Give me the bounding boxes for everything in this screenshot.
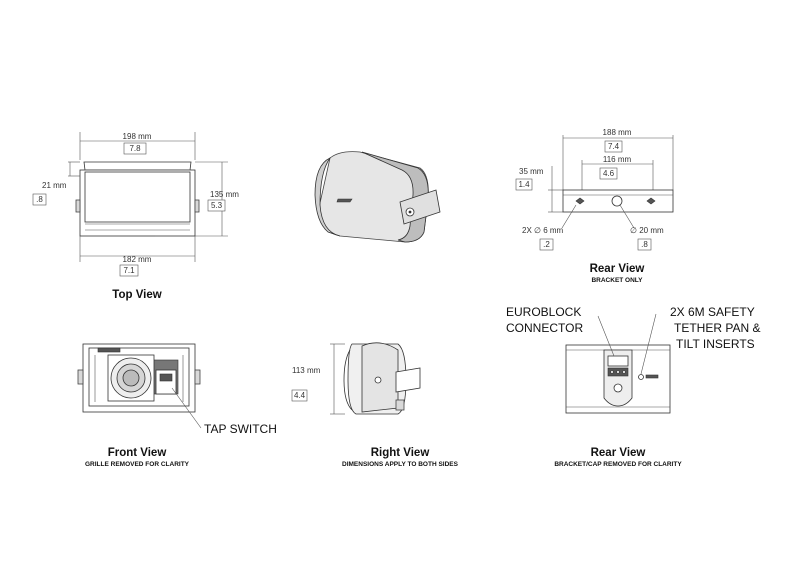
top-bracket-in: .8 bbox=[36, 195, 43, 204]
top-body-mm: 182 mm bbox=[123, 255, 152, 264]
front-view: TAP SWITCH Front View GRILLE REMOVED FOR… bbox=[77, 343, 277, 468]
euroblock-callout-line1: EUROBLOCK bbox=[506, 305, 581, 319]
top-depth-mm: 135 mm bbox=[210, 190, 239, 199]
tap-switch-callout: TAP SWITCH bbox=[204, 422, 277, 436]
right-height-mm: 113 mm bbox=[292, 366, 321, 375]
right-view: 113 mm 4.4 Right View DIMENSIONS APPLY T… bbox=[291, 342, 459, 468]
bracket-center-hole-mm: ∅ 20 mm bbox=[630, 226, 664, 235]
bracket-small-hole-mm: 2X ∅ 6 mm bbox=[522, 226, 564, 235]
tether-callout-line2: TETHER PAN & bbox=[674, 321, 760, 335]
front-view-title: Front View bbox=[108, 447, 167, 459]
speaker-isometric bbox=[314, 151, 441, 243]
rear-view-bracket-subtitle: BRACKET ONLY bbox=[591, 277, 643, 284]
right-view-subtitle: DIMENSIONS APPLY TO BOTH SIDES bbox=[342, 461, 459, 468]
bracket-height-mm: 35 mm bbox=[519, 167, 544, 176]
rear-view-bracket-title: Rear View bbox=[590, 263, 645, 275]
bracket-holes-in: 4.6 bbox=[603, 169, 615, 178]
right-height-in: 4.4 bbox=[294, 391, 306, 400]
rear-view-bracket: 188 mm 7.4 116 mm 4.6 35 mm 1.4 2X ∅ 6 m… bbox=[515, 128, 674, 284]
bracket-overall-in: 7.4 bbox=[608, 142, 620, 151]
rear-view-cap-title: Rear View bbox=[591, 447, 646, 459]
top-view-title: Top View bbox=[112, 289, 161, 301]
rear-view-cap: EUROBLOCK CONNECTOR 2X 6M SAFETY TETHER … bbox=[506, 305, 760, 468]
top-width-in: 7.8 bbox=[129, 144, 141, 153]
top-view: 198 mm 7.8 21 mm .8 135 mm 5.3 182 mm bbox=[32, 132, 239, 301]
rear-view-cap-subtitle: BRACKET/CAP REMOVED FOR CLARITY bbox=[554, 461, 682, 468]
top-depth-in: 5.3 bbox=[211, 201, 223, 210]
bracket-holes-mm: 116 mm bbox=[603, 155, 632, 164]
top-width-mm: 198 mm bbox=[123, 132, 152, 141]
top-bracket-mm: 21 mm bbox=[42, 181, 67, 190]
right-view-title: Right View bbox=[371, 447, 430, 459]
tether-callout-line3: TILT INSERTS bbox=[676, 337, 755, 351]
bracket-center-hole-in: .8 bbox=[641, 240, 648, 249]
front-view-subtitle: GRILLE REMOVED FOR CLARITY bbox=[85, 461, 190, 468]
bracket-overall-mm: 188 mm bbox=[603, 128, 632, 137]
bracket-small-hole-in: .2 bbox=[543, 240, 550, 249]
top-body-in: 7.1 bbox=[123, 266, 135, 275]
tether-callout-line1: 2X 6M SAFETY bbox=[670, 305, 755, 319]
euroblock-callout-line2: CONNECTOR bbox=[506, 321, 583, 335]
bracket-height-in: 1.4 bbox=[518, 180, 530, 189]
